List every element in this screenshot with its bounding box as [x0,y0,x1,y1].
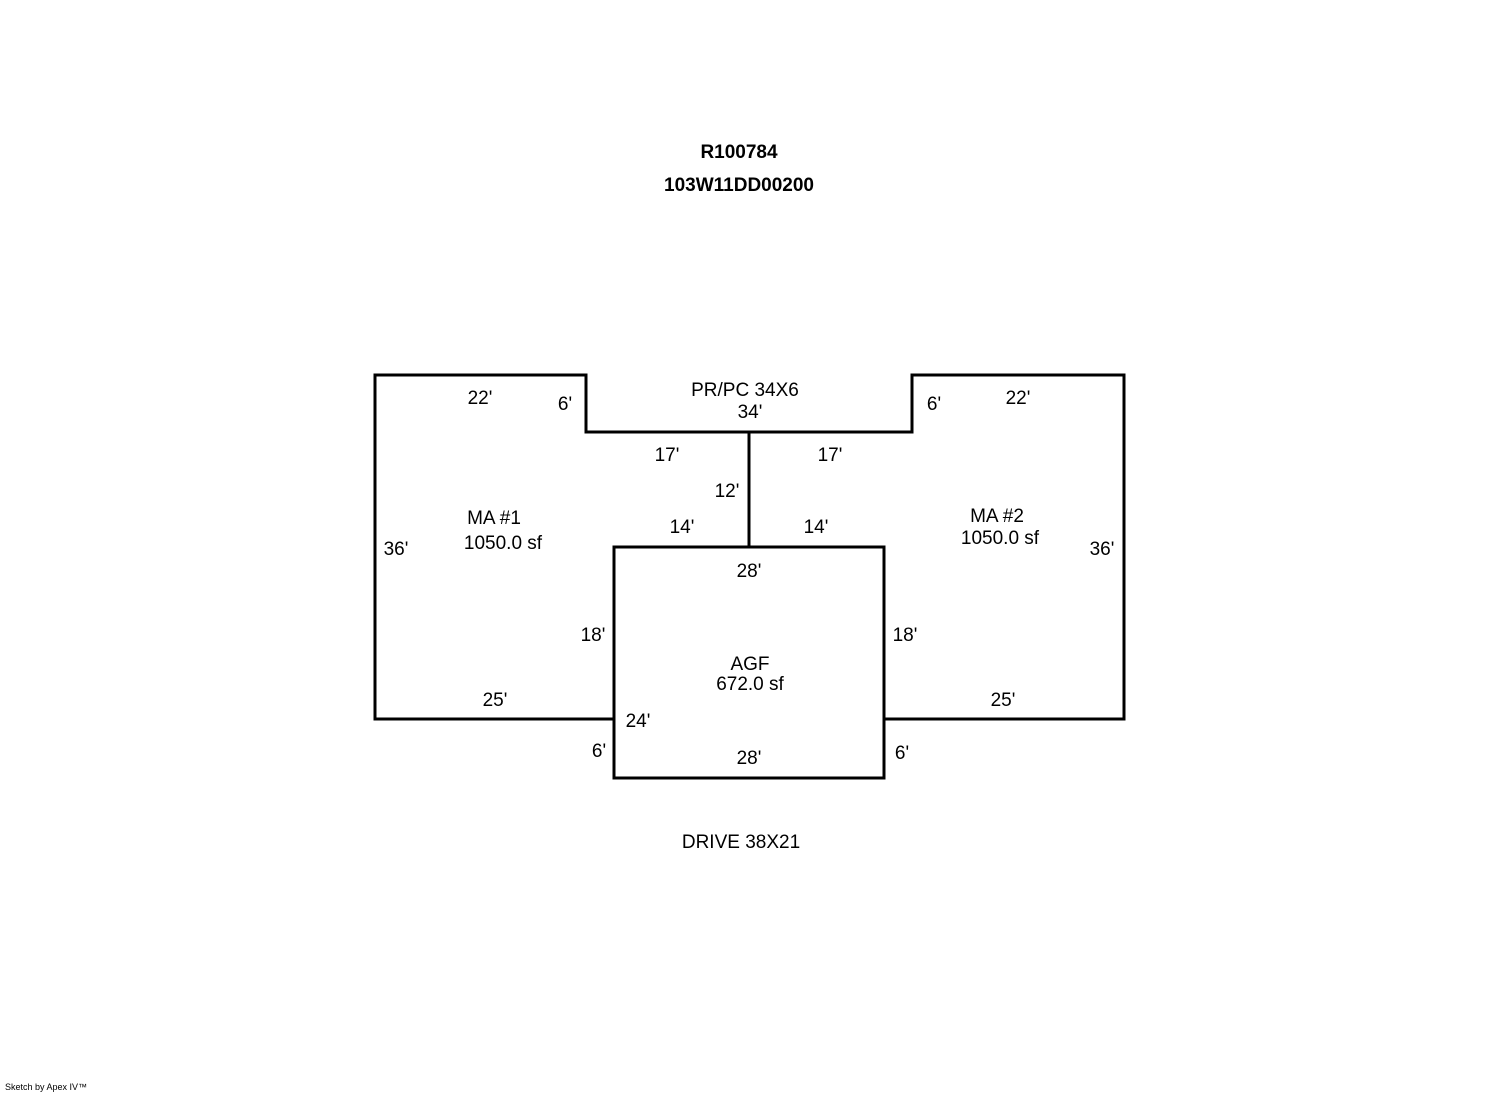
dim-agf-right-lower: 6' [895,743,909,764]
dim-porch-width: 34' [738,402,763,423]
dim-agf-left-lower: 6' [592,741,606,762]
dim-agf-bottom: 28' [737,748,762,769]
dim-ma2-notch: 6' [927,394,941,415]
ma1-name: MA #1 [467,508,521,529]
dim-agf-right-upper: 18' [893,625,918,646]
map-taxlot: 103W11DD00200 [664,175,814,196]
ma2-area: 1050.0 sf [961,528,1040,549]
dim-ma2-inner: 17' [818,445,843,466]
ma1-outline [373,373,751,721]
dim-ma1-bottom: 25' [483,690,508,711]
agf-outline [612,545,886,780]
dim-ma1-top: 22' [468,388,493,409]
dim-ma2-bottom: 25' [991,690,1016,711]
dim-ma1-inner: 17' [655,445,680,466]
sketch-credit: Sketch by Apex IV™ [5,1082,87,1092]
dim-ma2-right: 36' [1090,539,1115,560]
ma2-outline [747,373,1126,721]
porch-label: PR/PC 34X6 [691,380,799,401]
dim-ma2-step: 14' [804,517,829,538]
dim-agf-left-inner: 24' [626,711,651,732]
ma1-area: 1050.0 sf [464,533,543,554]
dim-ma1-notch: 6' [558,394,572,415]
dim-ma2-top: 22' [1006,388,1031,409]
drive-label: DRIVE 38X21 [682,832,800,853]
ma2-name: MA #2 [970,506,1024,527]
dim-ma1-step: 14' [670,517,695,538]
account-id: R100784 [700,142,778,163]
dim-agf-left-upper: 18' [581,625,606,646]
dim-ma1-left: 36' [384,539,409,560]
dim-agf-top: 28' [737,561,762,582]
agf-area: 672.0 sf [716,674,784,695]
agf-name: AGF [730,654,769,675]
dim-center-vertical: 12' [715,481,740,502]
